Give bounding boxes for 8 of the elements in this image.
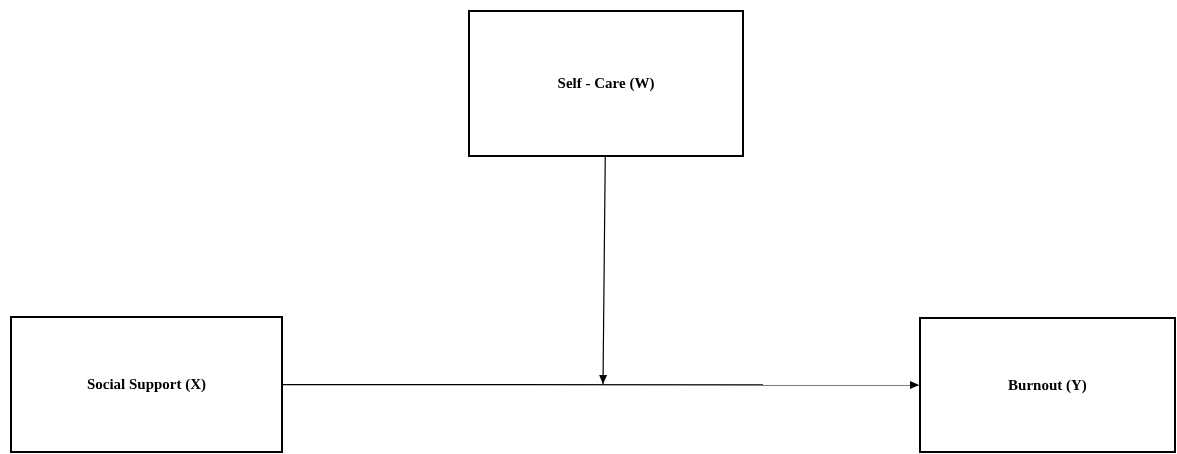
variable-label: Self - Care (W) [557,74,655,94]
variable-box [10,316,283,453]
variable-label: Social Support (X) [86,375,207,395]
arrow [599,156,608,385]
variable-label: Burnout (Y) [1008,375,1087,395]
variable-box [468,10,744,157]
arrow [282,380,920,389]
variable-box [919,317,1176,453]
